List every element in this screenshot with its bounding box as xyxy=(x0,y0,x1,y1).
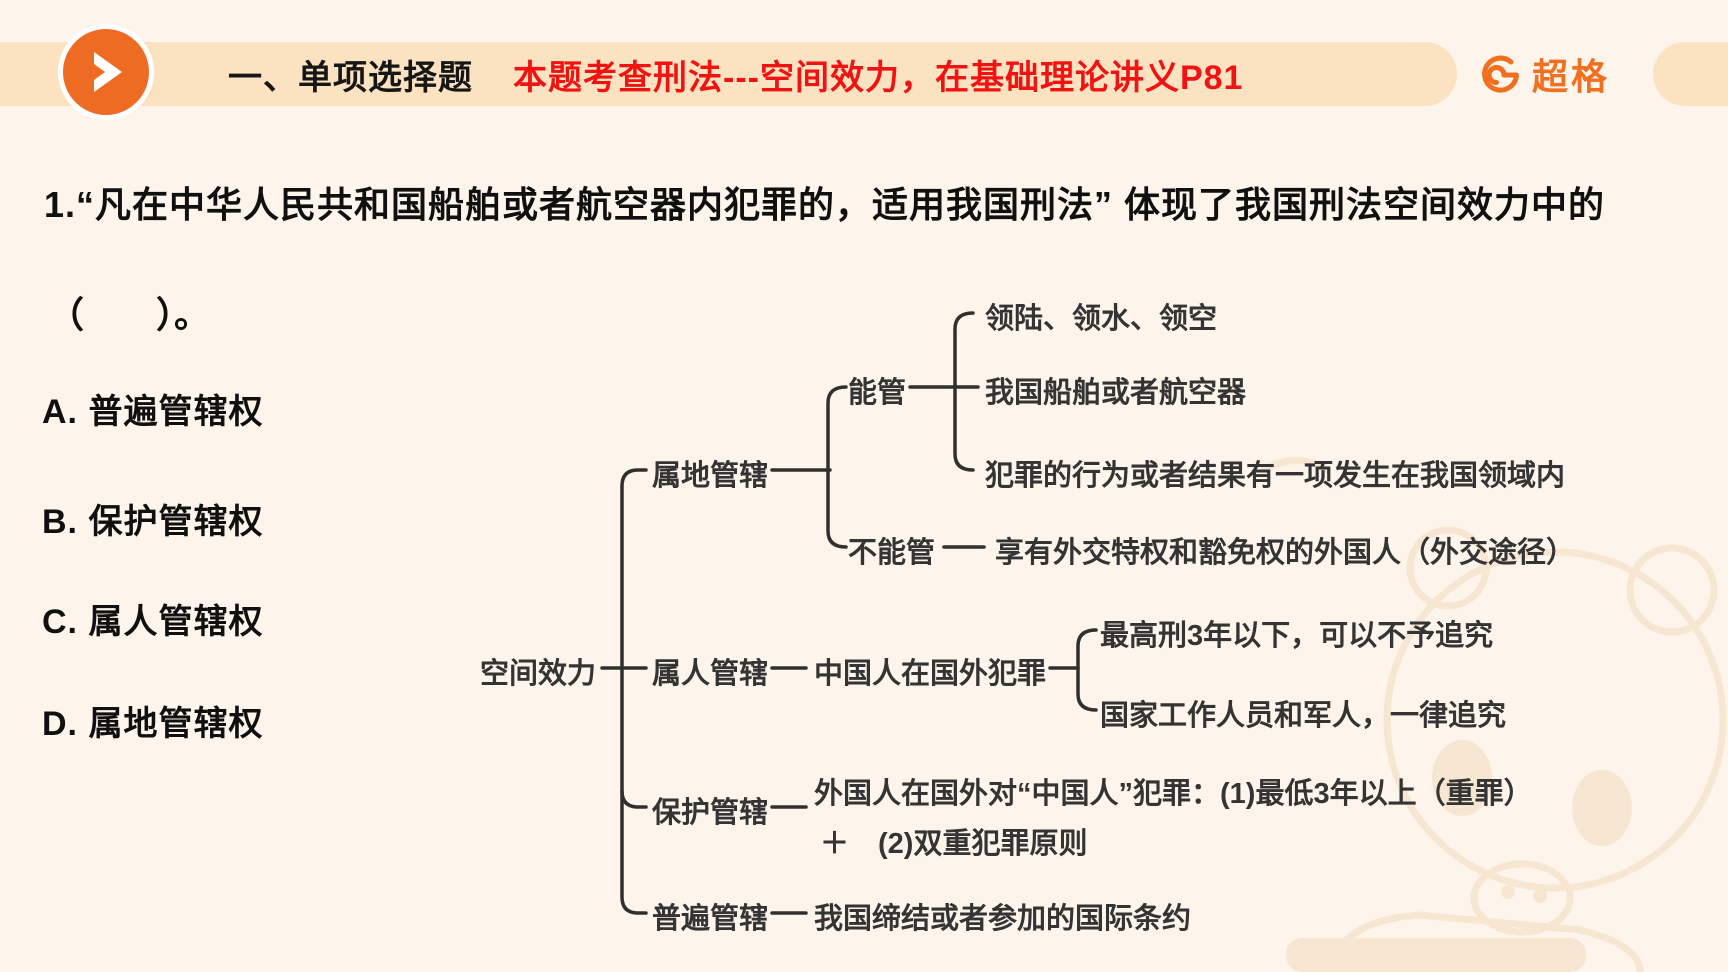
header-band xyxy=(0,42,1457,106)
diagram-cannot-item: 享有外交特权和豁免权的外国人（外交途径） xyxy=(995,537,1576,569)
diagram-personal-condition: 中国人在国外犯罪 xyxy=(814,658,1047,690)
question-stem-line2: （ ）。 xyxy=(48,294,211,335)
question-stem-line1: 1.“凡在中华人民共和国船舶或者航空器内犯罪的，适用我国刑法” 体现了我国刑法空… xyxy=(44,184,1606,225)
header: 一、单项选择题 本题考查刑法---空间效力，在基础理论讲义P81 xyxy=(0,42,1243,106)
option-c: C. 属人管辖权 xyxy=(42,603,264,641)
diagram-cannot-node: 不能管 xyxy=(848,537,936,569)
header-band-right-cap xyxy=(1653,42,1728,106)
diagram-protective-rule-1: 外国人在国外对“中国人”犯罪：(1)最低3年以上（重罪） xyxy=(814,778,1533,810)
diagram-universal-node: 普遍管辖 xyxy=(652,903,769,935)
diagram-can-item-1: 领陆、领水、领空 xyxy=(985,303,1218,335)
chevron-right-icon xyxy=(94,52,122,92)
option-a: A. 普遍管辖权 xyxy=(42,393,264,431)
brand-logo: 超格 xyxy=(1478,42,1610,106)
diagram-protective-node: 保护管辖 xyxy=(652,797,769,829)
section-title: 一、单项选择题 xyxy=(228,58,473,97)
diagram-personal-node: 属人管辖 xyxy=(652,658,769,690)
diagram-protective-rule-2: ＋ (2)双重犯罪原则 xyxy=(820,828,1088,860)
topic-highlight: 本题考查刑法---空间效力，在基础理论讲义P81 xyxy=(513,58,1244,97)
diagram-territorial-node: 属地管辖 xyxy=(652,460,769,492)
diagram-personal-item-1: 最高刑3年以下，可以不予追究 xyxy=(1100,620,1494,652)
brand-g-icon xyxy=(1482,55,1519,93)
diagram-personal-item-2: 国家工作人员和军人，一律追究 xyxy=(1100,700,1507,732)
option-d: D. 属地管辖权 xyxy=(42,705,264,743)
diagram-can-item-2: 我国船舶或者航空器 xyxy=(985,377,1247,409)
diagram-can-node: 能管 xyxy=(848,377,907,409)
diagram-universal-item: 我国缔结或者参加的国际条约 xyxy=(814,903,1192,935)
option-b: B. 保护管辖权 xyxy=(42,503,264,541)
brand-name: 超格 xyxy=(1532,56,1611,97)
diagram-root-node: 空间效力 xyxy=(480,658,597,690)
header-bullet-circle xyxy=(58,24,154,120)
diagram-can-item-3: 犯罪的行为或者结果有一项发生在我国领域内 xyxy=(985,460,1566,492)
